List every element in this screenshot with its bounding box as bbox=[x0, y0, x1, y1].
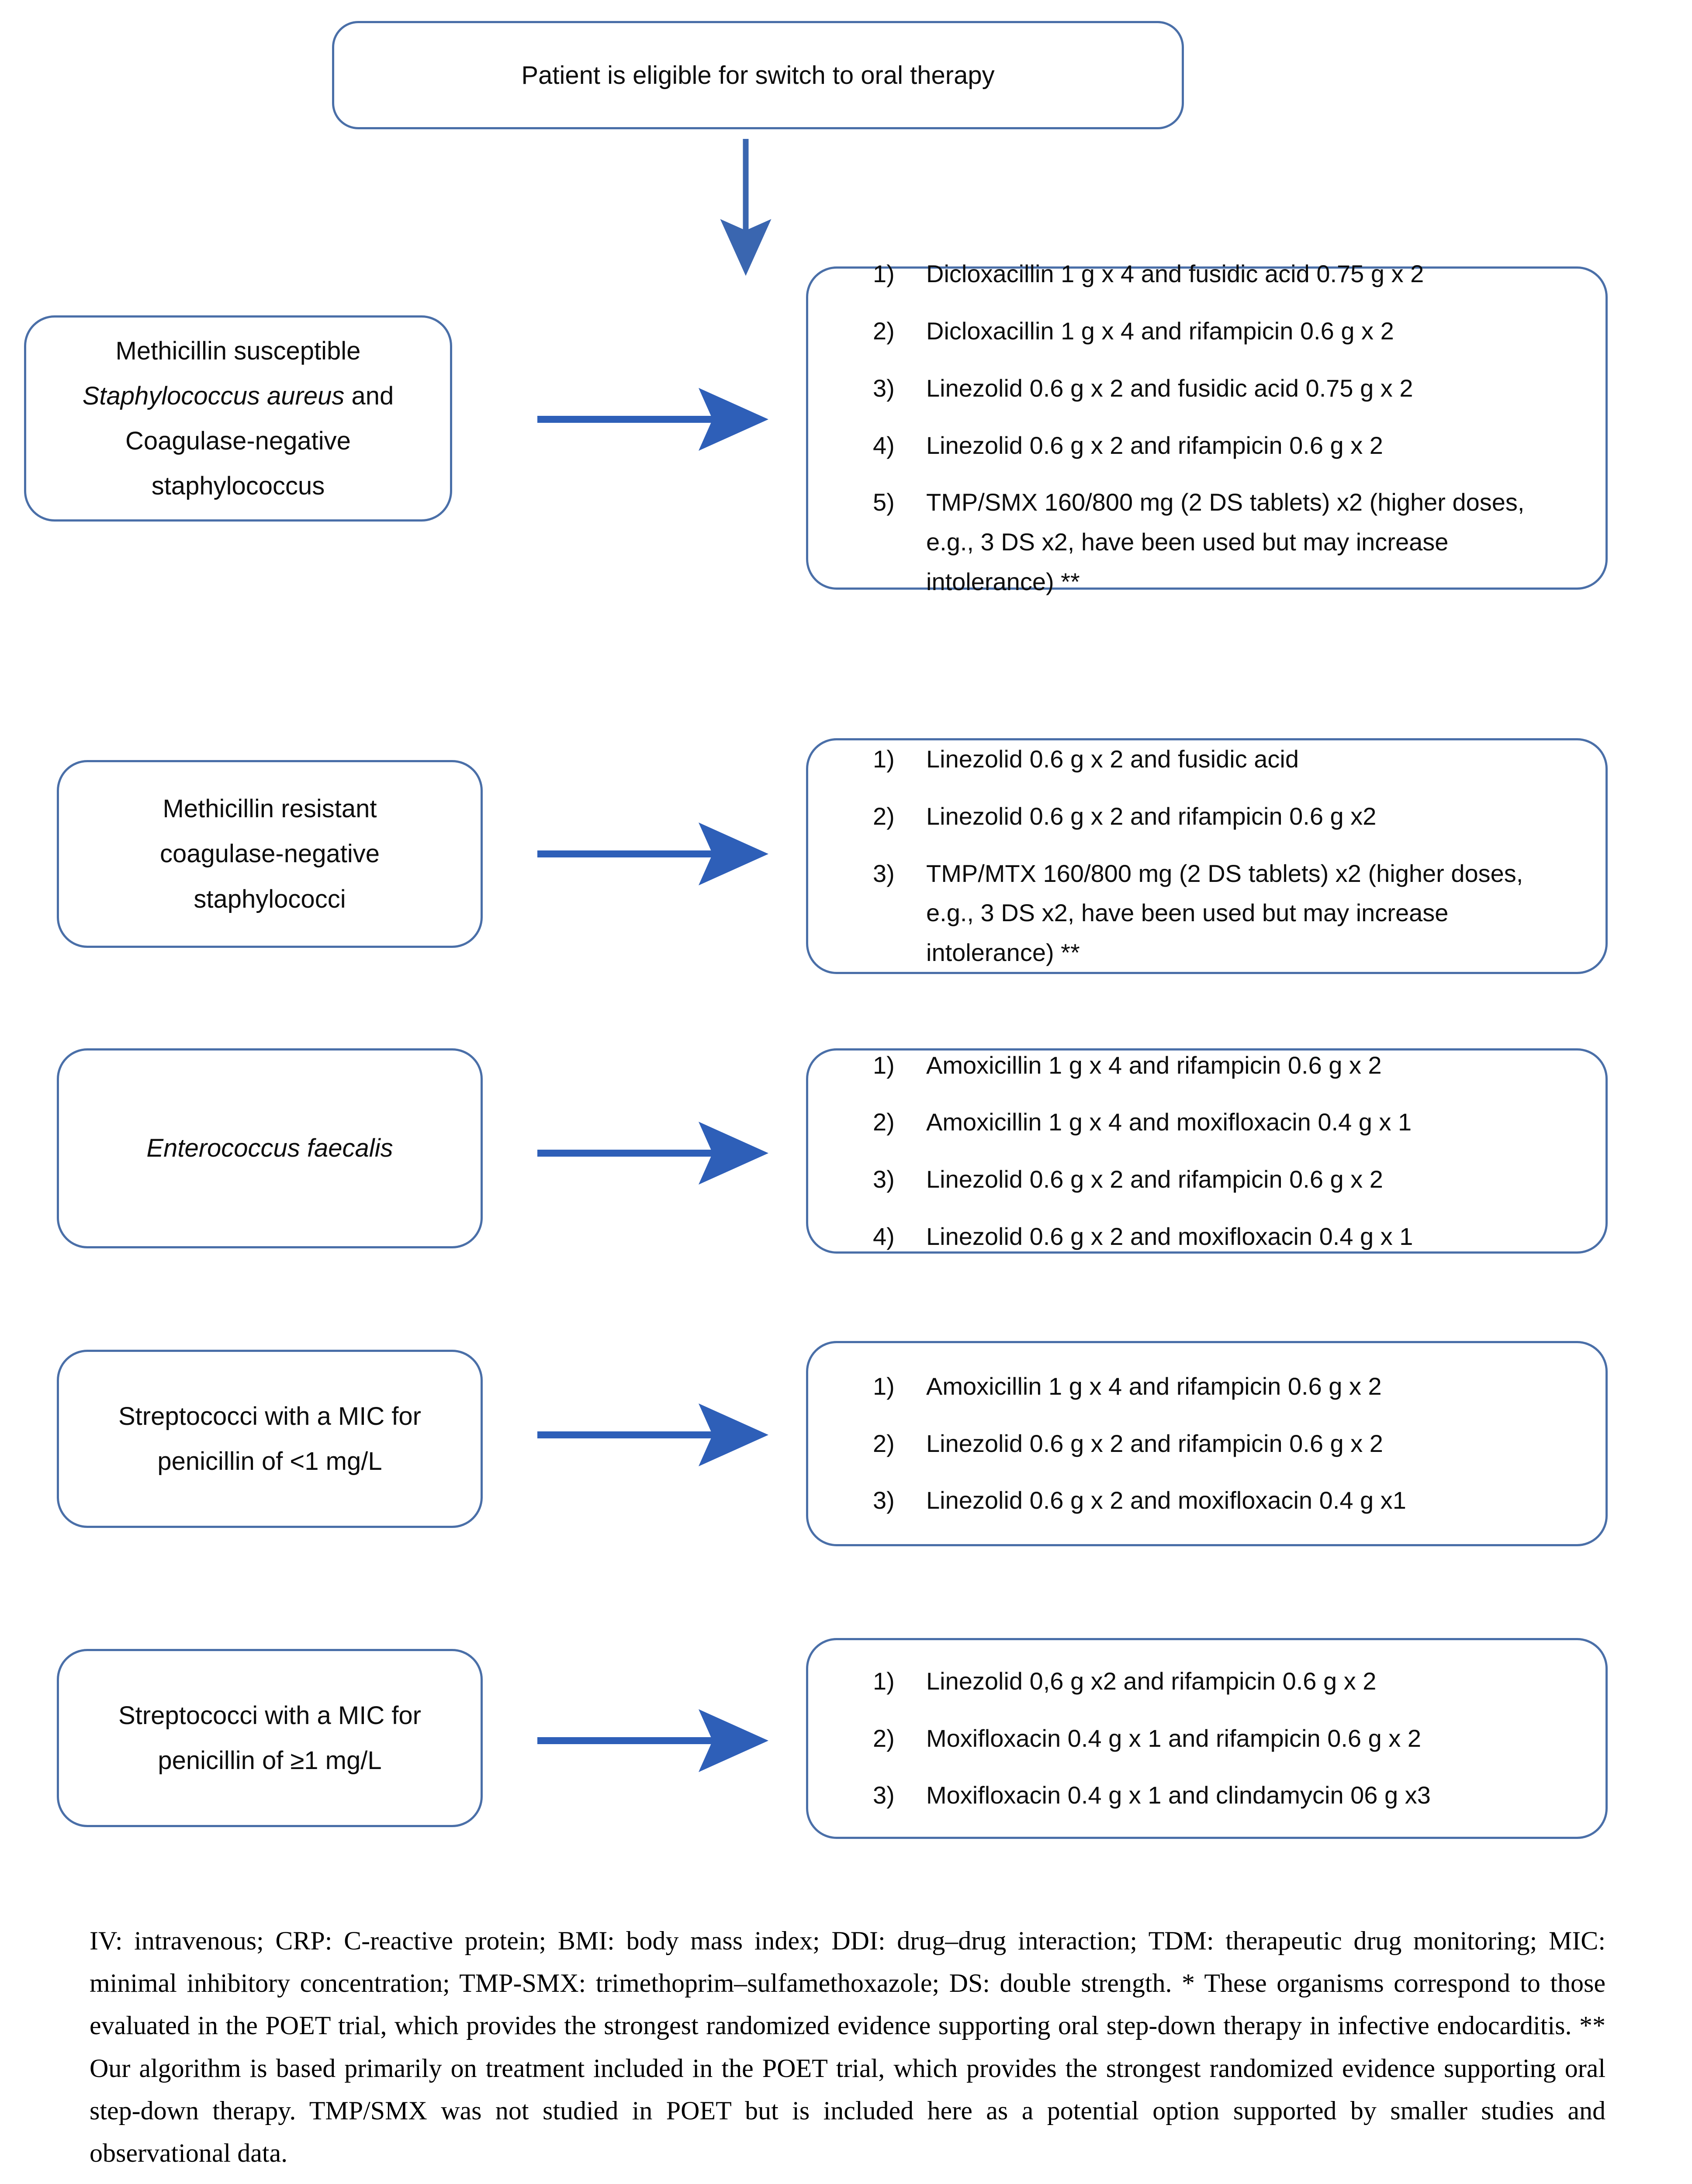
node-condition-strep-mic-lt1-label: Streptococci with a MIC for penicillin o… bbox=[99, 1394, 440, 1484]
node-treatments-mr-cons[interactable]: 1) Linezolid 0.6 g x 2 and fusidic acid … bbox=[806, 738, 1608, 974]
cond2-line2: coagulase-negative bbox=[159, 840, 380, 868]
cond3-line1-italic: Enterococcus faecalis bbox=[146, 1134, 393, 1163]
node-treatments-strep-mic-gte1[interactable]: 1) Linezolid 0,6 g x2 and rifampicin 0.6… bbox=[806, 1638, 1608, 1839]
cond4-line1: Streptococci with a MIC for bbox=[118, 1402, 421, 1431]
cond5-line1: Streptococci with a MIC for bbox=[118, 1701, 421, 1730]
list-item: 2) Linezolid 0.6 g x 2 and rifampicin 0.… bbox=[873, 1424, 1566, 1464]
list-item-text: Dicloxacillin 1 g x 4 and rifampicin 0.6… bbox=[926, 317, 1394, 345]
list-item: 4) Linezolid 0.6 g x 2 and moxifloxacin … bbox=[873, 1217, 1566, 1257]
cond1-line2-tail: and bbox=[344, 381, 394, 410]
cond2-line3: staphylococci bbox=[194, 885, 346, 913]
list-item: 1) Linezolid 0,6 g x2 and rifampicin 0.6… bbox=[873, 1662, 1566, 1701]
list-item-text: TMP/SMX 160/800 mg (2 DS tablets) x2 (hi… bbox=[926, 488, 1525, 595]
list-item: 2) Dicloxacillin 1 g x 4 and rifampicin … bbox=[873, 311, 1566, 351]
list-item: 1) Linezolid 0.6 g x 2 and fusidic acid bbox=[873, 740, 1566, 779]
cond1-line1: Methicillin susceptible bbox=[115, 336, 361, 365]
node-condition-mr-cons[interactable]: Methicillin resistant coagulase-negative… bbox=[57, 760, 483, 948]
list-item-number: 3) bbox=[873, 374, 895, 402]
list-item-number: 2) bbox=[873, 1724, 895, 1752]
list-item: 4) Linezolid 0.6 g x 2 and rifampicin 0.… bbox=[873, 426, 1566, 466]
node-patient-eligible-label: Patient is eligible for switch to oral t… bbox=[521, 61, 995, 90]
list-item-text: Linezolid 0.6 g x 2 and rifampicin 0.6 g… bbox=[926, 1165, 1383, 1193]
node-condition-mssa-cons-label: Methicillin susceptible Staphylococcus a… bbox=[63, 328, 413, 509]
list-item: 2) Amoxicillin 1 g x 4 and moxifloxacin … bbox=[873, 1102, 1566, 1142]
list-item: 3) Linezolid 0.6 g x 2 and rifampicin 0.… bbox=[873, 1160, 1566, 1199]
list-item-text: Linezolid 0.6 g x 2 and rifampicin 0.6 g… bbox=[926, 1429, 1383, 1457]
treatment-list-row1: 1) Dicloxacillin 1 g x 4 and fusidic aci… bbox=[808, 254, 1605, 601]
list-item: 3) Linezolid 0.6 g x 2 and fusidic acid … bbox=[873, 369, 1566, 408]
list-item: 3) TMP/MTX 160/800 mg (2 DS tablets) x2 … bbox=[873, 854, 1566, 973]
list-item-number: 1) bbox=[873, 1667, 895, 1695]
list-item-text: Amoxicillin 1 g x 4 and moxifloxacin 0.4… bbox=[926, 1108, 1412, 1136]
node-patient-eligible[interactable]: Patient is eligible for switch to oral t… bbox=[332, 21, 1184, 129]
node-condition-enterococcus-faecalis[interactable]: Enterococcus faecalis bbox=[57, 1048, 483, 1248]
list-item-number: 4) bbox=[873, 431, 895, 459]
list-item-text: Moxifloxacin 0.4 g x 1 and clindamycin 0… bbox=[926, 1781, 1431, 1809]
cond1-line3: Coagulase-negative bbox=[125, 427, 351, 455]
cond5-line2: penicillin of ≥1 mg/L bbox=[158, 1746, 382, 1775]
list-item: 5) TMP/SMX 160/800 mg (2 DS tablets) x2 … bbox=[873, 483, 1566, 601]
list-item-text: Linezolid 0.6 g x 2 and moxifloxacin 0.4… bbox=[926, 1222, 1413, 1250]
node-condition-enterococcus-faecalis-label: Enterococcus faecalis bbox=[127, 1126, 412, 1171]
node-condition-strep-mic-lt1[interactable]: Streptococci with a MIC for penicillin o… bbox=[57, 1350, 483, 1528]
list-item-text: Linezolid 0,6 g x2 and rifampicin 0.6 g … bbox=[926, 1667, 1377, 1695]
list-item-text: Linezolid 0.6 g x 2 and rifampicin 0.6 g… bbox=[926, 431, 1383, 459]
oral-switch-algorithm-flowchart: Patient is eligible for switch to oral t… bbox=[24, 21, 1608, 1839]
figure-caption-text: IV: intravenous; CRP: C-reactive protein… bbox=[90, 1926, 1605, 2167]
node-condition-mssa-cons[interactable]: Methicillin susceptible Staphylococcus a… bbox=[24, 315, 452, 522]
list-item-number: 2) bbox=[873, 1429, 895, 1457]
list-item: 3) Linezolid 0.6 g x 2 and moxifloxacin … bbox=[873, 1481, 1566, 1521]
cond2-line1: Methicillin resistant bbox=[163, 795, 377, 823]
list-item-number: 2) bbox=[873, 1108, 895, 1136]
list-item-number: 5) bbox=[873, 488, 895, 516]
list-item-number: 3) bbox=[873, 1165, 895, 1193]
list-item-number: 2) bbox=[873, 802, 895, 830]
node-treatments-mssa-cons[interactable]: 1) Dicloxacillin 1 g x 4 and fusidic aci… bbox=[806, 260, 1608, 595]
list-item: 1) Amoxicillin 1 g x 4 and rifampicin 0.… bbox=[873, 1046, 1566, 1085]
treatment-list-row4: 1) Amoxicillin 1 g x 4 and rifampicin 0.… bbox=[808, 1367, 1605, 1521]
list-item-text: Linezolid 0.6 g x 2 and rifampicin 0.6 g… bbox=[926, 802, 1377, 830]
list-item-text: Linezolid 0.6 g x 2 and fusidic acid bbox=[926, 745, 1299, 773]
treatment-list-row5: 1) Linezolid 0,6 g x2 and rifampicin 0.6… bbox=[808, 1662, 1605, 1815]
list-item: 2) Moxifloxacin 0.4 g x 1 and rifampicin… bbox=[873, 1719, 1566, 1759]
node-condition-mr-cons-label: Methicillin resistant coagulase-negative… bbox=[141, 786, 399, 922]
treatment-list-row2: 1) Linezolid 0.6 g x 2 and fusidic acid … bbox=[808, 740, 1605, 973]
list-item-number: 1) bbox=[873, 260, 895, 288]
list-item-text: Linezolid 0.6 g x 2 and moxifloxacin 0.4… bbox=[926, 1486, 1406, 1514]
list-item-number: 4) bbox=[873, 1222, 895, 1250]
node-condition-strep-mic-gte1[interactable]: Streptococci with a MIC for penicillin o… bbox=[57, 1649, 483, 1827]
list-item-number: 3) bbox=[873, 1781, 895, 1809]
list-item-text: TMP/MTX 160/800 mg (2 DS tablets) x2 (hi… bbox=[926, 859, 1523, 967]
list-item-text: Dicloxacillin 1 g x 4 and fusidic acid 0… bbox=[926, 260, 1424, 288]
node-treatments-strep-mic-lt1[interactable]: 1) Amoxicillin 1 g x 4 and rifampicin 0.… bbox=[806, 1341, 1608, 1546]
figure-caption: IV: intravenous; CRP: C-reactive protein… bbox=[90, 1920, 1605, 2174]
list-item: 3) Moxifloxacin 0.4 g x 1 and clindamyci… bbox=[873, 1776, 1566, 1815]
node-condition-strep-mic-gte1-label: Streptococci with a MIC for penicillin o… bbox=[99, 1693, 440, 1783]
list-item-text: Amoxicillin 1 g x 4 and rifampicin 0.6 g… bbox=[926, 1051, 1382, 1079]
treatment-list-row3: 1) Amoxicillin 1 g x 4 and rifampicin 0.… bbox=[808, 1046, 1605, 1257]
list-item-number: 1) bbox=[873, 1051, 895, 1079]
list-item-text: Linezolid 0.6 g x 2 and fusidic acid 0.7… bbox=[926, 374, 1413, 402]
list-item-number: 1) bbox=[873, 1372, 895, 1400]
cond1-line4: staphylococcus bbox=[151, 472, 325, 501]
node-treatments-enterococcus-faecalis[interactable]: 1) Amoxicillin 1 g x 4 and rifampicin 0.… bbox=[806, 1048, 1608, 1254]
list-item: 1) Dicloxacillin 1 g x 4 and fusidic aci… bbox=[873, 254, 1566, 294]
list-item-text: Amoxicillin 1 g x 4 and rifampicin 0.6 g… bbox=[926, 1372, 1382, 1400]
list-item-text: Moxifloxacin 0.4 g x 1 and rifampicin 0.… bbox=[926, 1724, 1422, 1752]
list-item-number: 2) bbox=[873, 317, 895, 345]
cond1-line2-italic: Staphylococcus aureus bbox=[82, 381, 345, 410]
list-item-number: 1) bbox=[873, 745, 895, 773]
cond4-line2: penicillin of <1 mg/L bbox=[157, 1447, 382, 1476]
list-item-number: 3) bbox=[873, 1486, 895, 1514]
list-item: 1) Amoxicillin 1 g x 4 and rifampicin 0.… bbox=[873, 1367, 1566, 1406]
list-item: 2) Linezolid 0.6 g x 2 and rifampicin 0.… bbox=[873, 797, 1566, 836]
list-item-number: 3) bbox=[873, 859, 895, 887]
